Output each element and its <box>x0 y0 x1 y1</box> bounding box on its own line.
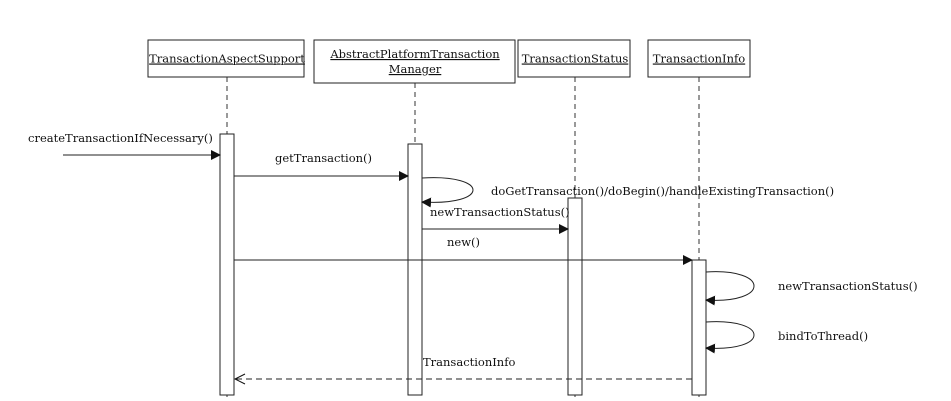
participant-label-aptm-line2: Manager <box>389 62 442 76</box>
activation-bar-aptm <box>407 143 423 396</box>
activation-bar-tas <box>219 133 235 396</box>
participant-box-tas <box>147 39 305 78</box>
message-arrow-m6 <box>705 271 755 306</box>
message-label-m7: bindToThread() <box>778 329 868 343</box>
message-arrow-m7 <box>705 321 755 354</box>
activation-bar-ti <box>691 259 707 396</box>
activation-bar-ts <box>567 197 583 396</box>
message-label-m6: newTransactionStatus() <box>778 279 918 293</box>
message-arrow-m3 <box>421 177 474 208</box>
message-label-m4: newTransactionStatus() <box>430 205 570 219</box>
return-arrowhead <box>233 373 246 385</box>
message-label-m2: getTransaction() <box>275 151 372 165</box>
message-label-m3: doGetTransaction()/doBegin()/handleExist… <box>491 184 834 198</box>
participant-label-aptm-line1: AbstractPlatformTransaction <box>329 47 500 61</box>
participant-box-aptm <box>313 39 516 84</box>
participant-box-ti <box>647 39 751 78</box>
participant-label-ti: TransactionInfo <box>653 52 745 66</box>
participant-label-tas: TransactionAspectSupport <box>149 52 305 66</box>
message-label-m8: TransactionInfo <box>423 355 515 369</box>
message-label-m5: new() <box>447 235 480 249</box>
participant-label-ts: TransactionStatus <box>522 52 629 66</box>
message-label-m1: createTransactionIfNecessary() <box>28 131 213 145</box>
participant-box-ts <box>517 39 631 78</box>
